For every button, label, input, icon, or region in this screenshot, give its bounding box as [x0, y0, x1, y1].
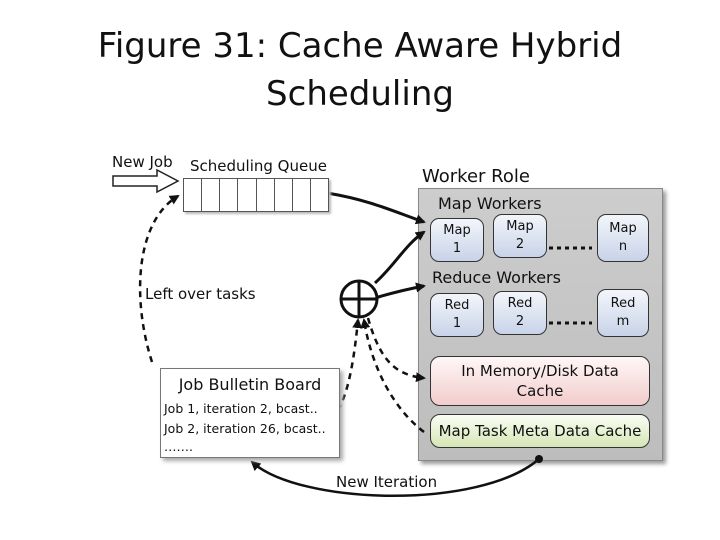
meta-cache-label: Map Task Meta Data Cache	[438, 422, 642, 440]
map-worker-n: Map n	[597, 214, 649, 262]
reduce-workers-label: Reduce Workers	[432, 268, 561, 287]
new-iteration-origin-dot	[535, 455, 543, 463]
queue-cell	[184, 179, 203, 211]
title-line-2: Scheduling	[266, 74, 454, 114]
map-worker-1: Map 1	[430, 218, 484, 262]
reduce-worker-name: Red	[444, 298, 470, 313]
map-task-meta-data-cache: Map Task Meta Data Cache	[430, 414, 650, 448]
bulletin-title: Job Bulletin Board	[178, 375, 322, 394]
reduce-worker-name: Red	[507, 296, 533, 311]
map-worker-index: 2	[515, 237, 525, 252]
leftover-tasks-dashed-arrow	[138, 194, 180, 363]
queue-cell	[311, 179, 328, 211]
title-line-1: Figure 31: Cache Aware Hybrid	[97, 26, 623, 66]
reduce-worker-name: Red	[610, 296, 636, 311]
memory-disk-cache: In Memory/Disk Data Cache	[430, 356, 650, 406]
reduce-worker-index: m	[616, 314, 630, 329]
scheduling-queue-label: Scheduling Queue	[190, 157, 327, 175]
queue-to-workers-arrow	[326, 191, 426, 225]
bulletin-row: Job 1, iteration 2, bcast..	[164, 401, 318, 416]
map-worker-index: 1	[452, 241, 462, 256]
new-iteration-label: New Iteration	[336, 473, 438, 491]
plus-to-map-arrow	[373, 230, 426, 285]
left-over-tasks-label: Left over tasks	[145, 285, 256, 303]
meta-to-plus-dashed-arrow	[360, 318, 425, 433]
bulletin-to-plus-dashed-arrow	[336, 318, 363, 411]
map-worker-name: Map	[609, 221, 637, 236]
queue-cell	[275, 179, 293, 211]
queue-cell	[257, 179, 275, 211]
reduce-worker-2: Red 2	[493, 291, 547, 335]
queue-cell	[238, 179, 257, 211]
plus-to-reduce-arrow	[374, 282, 426, 300]
queue-cell	[293, 179, 311, 211]
map-worker-name: Map	[443, 223, 471, 238]
new-job-label: New Job	[112, 153, 173, 171]
figure-title: Figure 31: Cache Aware Hybrid Scheduling	[0, 22, 720, 118]
plus-to-memory-cache-dashed-arrow	[366, 317, 426, 383]
worker-role-label: Worker Role	[422, 166, 530, 187]
map-worker-name: Map	[506, 219, 534, 234]
bulletin-row: Job 2, iteration 26, bcast..	[164, 421, 326, 436]
merge-plus-icon	[339, 279, 379, 319]
job-bulletin-board: Job Bulletin Board Job 1, iteration 2, b…	[160, 368, 340, 458]
reduce-worker-index: 1	[452, 316, 462, 331]
scheduling-queue	[183, 178, 329, 212]
map-worker-2: Map 2	[493, 214, 547, 258]
reduce-worker-1: Red 1	[430, 293, 484, 337]
memory-cache-line-2: Cache	[516, 382, 564, 400]
memory-cache-line-1: In Memory/Disk Data	[461, 362, 619, 380]
bulletin-row: …….	[164, 439, 193, 454]
reduce-worker-index: 2	[515, 314, 525, 329]
new-job-arrow	[112, 168, 180, 194]
reduce-worker-m: Red m	[597, 289, 649, 337]
map-workers-label: Map Workers	[438, 194, 542, 213]
new-iteration-arrow	[250, 458, 540, 497]
queue-cell	[202, 179, 221, 211]
queue-cell	[220, 179, 239, 211]
map-worker-index: n	[618, 239, 628, 254]
